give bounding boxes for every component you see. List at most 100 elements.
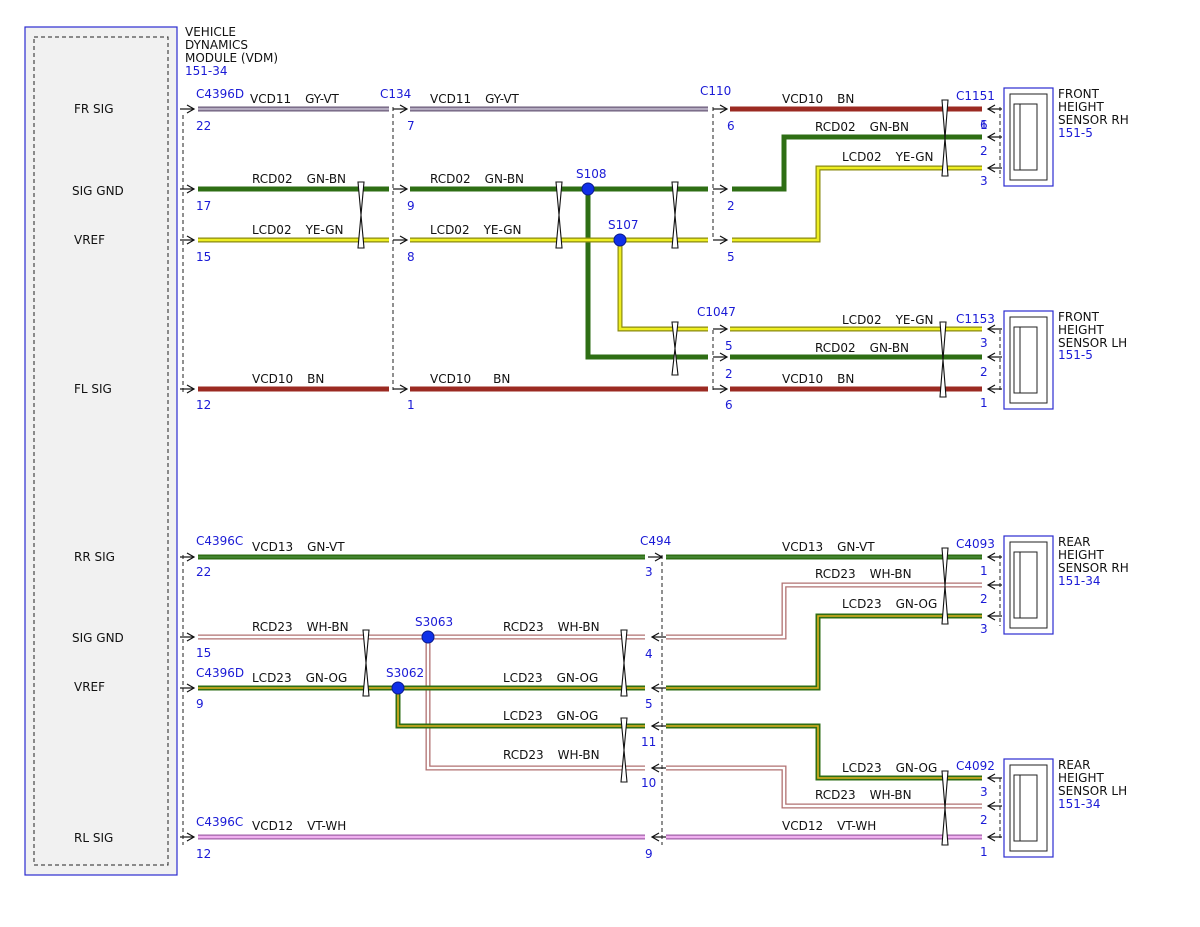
sensor-rrh-line-2: HEIGHT (1058, 548, 1104, 562)
sensor-flh-line-3: SENSOR LH (1058, 336, 1127, 350)
connector-c494: C494 (640, 534, 671, 548)
pin-number: 5 (727, 250, 735, 264)
wire-label-circuit: LCD23 (252, 671, 292, 685)
wire-label-circuit: RCD02 (430, 172, 471, 186)
splice-dot-s108 (581, 182, 595, 196)
pin-number: 6 (725, 398, 733, 412)
sensor-rlh-line-3: SENSOR LH (1058, 784, 1127, 798)
pin-number: 1 (980, 396, 988, 410)
wire-label-color: GY-VT (485, 92, 519, 106)
twisted-pair-markers (357, 99, 949, 846)
wire-label-circuit: VCD10 (782, 372, 823, 386)
pin-number: 15 (196, 250, 211, 264)
pin-number: 10 (641, 776, 656, 790)
wire-label-circuit: RCD02 (252, 172, 293, 186)
connector-c4092: C4092 (956, 759, 995, 773)
wire-label-color: VT-WH (307, 819, 346, 833)
pin-number: 22 (196, 119, 211, 133)
sensor-flh-line-2: HEIGHT (1058, 323, 1104, 337)
wire-label-color: WH-BN (870, 567, 912, 581)
pin-number: 4 (645, 647, 653, 661)
splice-dot-s3063 (421, 630, 435, 644)
splice-label-s3062: S3062 (386, 666, 424, 680)
sensor-frh-line-2: HEIGHT (1058, 100, 1104, 114)
pin-number: 6 (980, 118, 988, 132)
wire-label-color: VT-WH (837, 819, 876, 833)
wire-rcd23-rear (198, 582, 982, 809)
sensor-frh-line-1: FRONT (1058, 87, 1100, 101)
wire-label-circuit: RCD02 (815, 341, 856, 355)
wire-label-color: GN-BN (870, 120, 909, 134)
connector-c4396c-rl: C4396C (196, 815, 243, 829)
wire-label-circuit: LCD02 (842, 150, 882, 164)
splice-label-s3063: S3063 (415, 615, 453, 629)
wire-label-color: GN-VT (837, 540, 875, 554)
vdm-pin-fl-sig: FL SIG (74, 382, 112, 396)
wire-label-circuit: VCD10 (782, 92, 823, 106)
connector-c1151: C1151 (956, 89, 995, 103)
vdm-ref: 151-34 (185, 64, 228, 78)
sensor-frh-ref: 151-5 (1058, 126, 1093, 140)
wire-label-circuit: VCD13 (782, 540, 823, 554)
wire-label-color: GN-OG (557, 671, 599, 685)
pin-number: 2 (980, 144, 988, 158)
wire-label-color: GN-OG (557, 709, 599, 723)
pin-number: 2 (980, 592, 988, 606)
pin-number: 15 (196, 646, 211, 660)
pin-number: 7 (407, 119, 415, 133)
wire-label-color: GY-VT (305, 92, 339, 106)
sensor-rlh-line-2: HEIGHT (1058, 771, 1104, 785)
wire-label-circuit: VCD10 (252, 372, 293, 386)
connector-c1047: C1047 (697, 305, 736, 319)
wire-label-color: WH-BN (558, 620, 600, 634)
wire-label-circuit: LCD23 (842, 597, 882, 611)
wire-label-color: WH-BN (307, 620, 349, 634)
pin-number: 12 (196, 398, 211, 412)
pin-arrows (179, 104, 1003, 842)
pin-number: 1 (407, 398, 415, 412)
sensor-rrh-line-1: REAR (1058, 535, 1090, 549)
sensor-rrh-line-3: SENSOR RH (1058, 561, 1129, 575)
pin-number: 11 (641, 735, 656, 749)
wire-label-circuit: LCD02 (252, 223, 292, 237)
wire-label-circuit: RCD02 (815, 120, 856, 134)
wire-label-circuit: RCD23 (503, 748, 544, 762)
pin-number: 2 (725, 367, 733, 381)
pin-number: 2 (727, 199, 735, 213)
wire-label-circuit: VCD11 (250, 92, 291, 106)
wire-label-color: GN-BN (307, 172, 346, 186)
pin-number: 3 (980, 785, 988, 799)
wire-label-circuit: VCD10 (430, 372, 471, 386)
wire-label-color: GN-OG (306, 671, 348, 685)
splice-dot-s3062 (391, 681, 405, 695)
pin-number: 3 (980, 622, 988, 636)
pin-number: 9 (196, 697, 204, 711)
pin-number: 3 (645, 565, 653, 579)
vdm-pin-sig-gnd-rear: SIG GND (72, 631, 124, 645)
pin-number: 17 (196, 199, 211, 213)
pin-number: 22 (196, 565, 211, 579)
wire-label-color: GN-OG (896, 761, 938, 775)
wire-label-circuit: LCD02 (430, 223, 470, 237)
connector-c4396c-rr: C4396C (196, 534, 243, 548)
